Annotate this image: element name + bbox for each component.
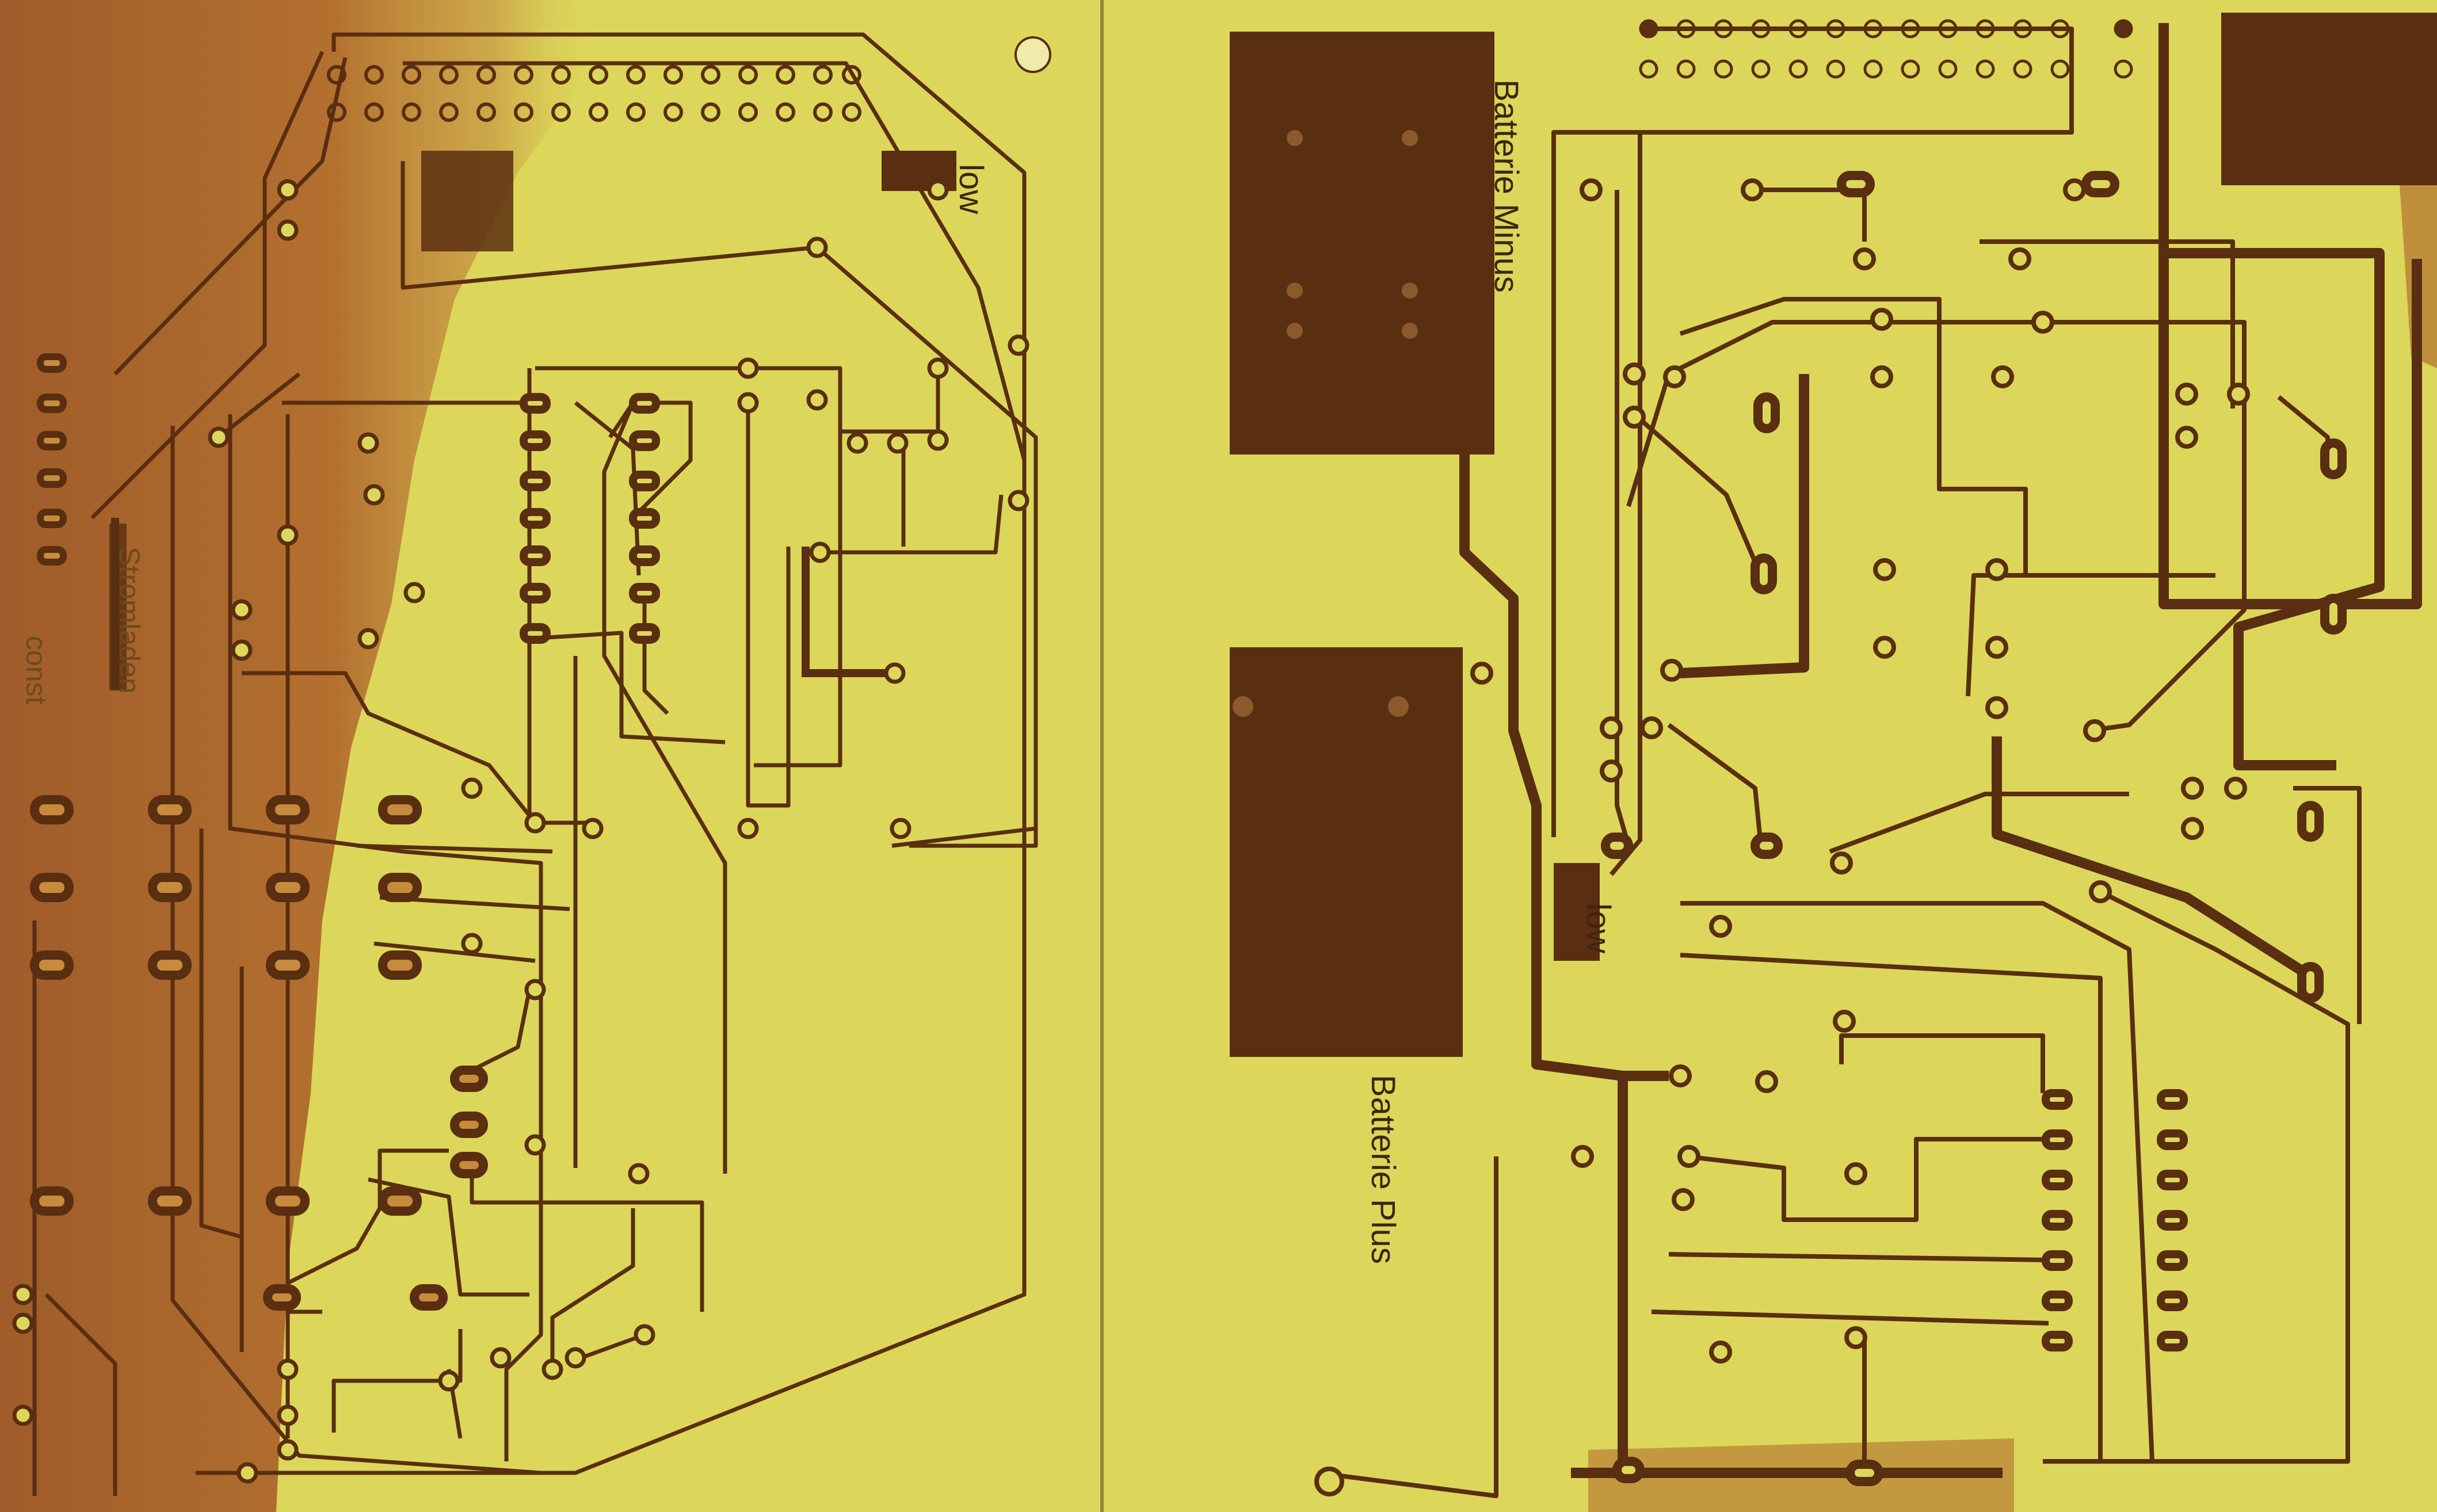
corner-pad xyxy=(2221,13,2437,185)
copper-residue xyxy=(0,0,604,1512)
right-header-row1 xyxy=(1639,19,2133,39)
right-ic-footprint xyxy=(2042,1089,2188,1351)
right-oval-pads xyxy=(1601,171,2347,1486)
stromladen-label: Stromladen xyxy=(113,547,146,694)
low-label-left: low xyxy=(952,164,990,215)
left-header xyxy=(327,65,861,122)
const-label: const xyxy=(20,636,52,705)
right-header-row2 xyxy=(1639,59,2133,79)
left-oval-pads xyxy=(30,795,488,1311)
battery-pad-holes xyxy=(1233,130,1418,717)
left-round-pads xyxy=(12,179,1029,1484)
right-traces-thick xyxy=(1459,23,2422,1478)
low-pad-right xyxy=(1554,863,1600,961)
battery-plus-pad xyxy=(1230,647,1463,1057)
right-round-pads xyxy=(1314,178,2250,1496)
left-traces xyxy=(32,32,1038,1496)
square-pad-left xyxy=(421,151,513,251)
battery-minus-label: Batterie Minus xyxy=(1488,79,1525,293)
mounting-hole xyxy=(1015,36,1051,73)
battery-minus-pad xyxy=(1230,32,1494,455)
left-ic-footprints xyxy=(520,393,660,644)
left-edge-pads xyxy=(37,353,67,566)
battery-plus-label: Batterie Plus xyxy=(1364,1075,1402,1264)
low-label-right: low xyxy=(1580,903,1617,954)
stromladen-pad xyxy=(109,524,127,690)
